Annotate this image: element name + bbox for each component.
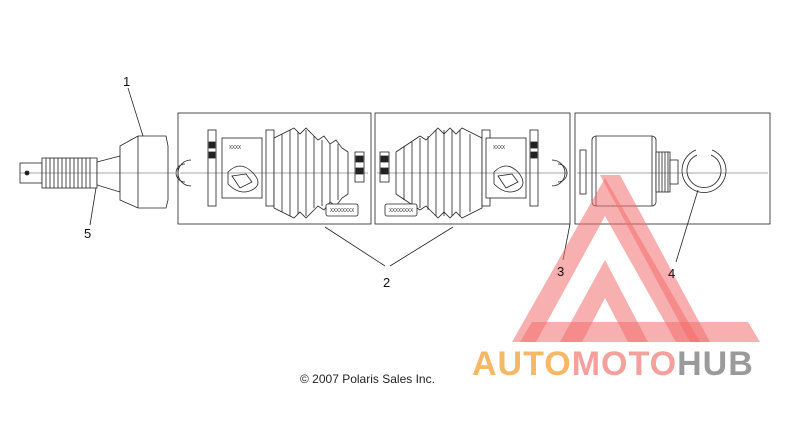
circlip <box>681 149 727 193</box>
kit-code-left-top: XXXX <box>229 145 241 151</box>
boot-kit-middle <box>374 112 571 225</box>
snap-ring-middle <box>551 159 566 187</box>
watermark-hub: HUB <box>677 345 754 383</box>
kit-code-middle-bottom: XXXXXXXX <box>389 208 413 214</box>
callout-5: 5 <box>84 226 91 241</box>
boot-kit-left <box>177 112 372 225</box>
callout-4: 4 <box>668 266 675 281</box>
kit-code-middle-top: XXXX <box>493 145 505 151</box>
callout-1: 1 <box>123 74 130 89</box>
callout-2: 2 <box>383 275 390 290</box>
watermark-triangle <box>512 175 760 342</box>
copyright-text: © 2007 Polaris Sales Inc. <box>300 372 435 386</box>
watermark-moto: MOTO <box>571 345 678 383</box>
watermark-logo-text: AUTOMOTOHUB <box>472 345 754 384</box>
outer-cv-joint <box>19 135 175 209</box>
callout-3: 3 <box>557 264 564 279</box>
kit-code-left-bottom: XXXXXXXX <box>330 208 354 214</box>
watermark-auto: AUTO <box>472 345 572 383</box>
